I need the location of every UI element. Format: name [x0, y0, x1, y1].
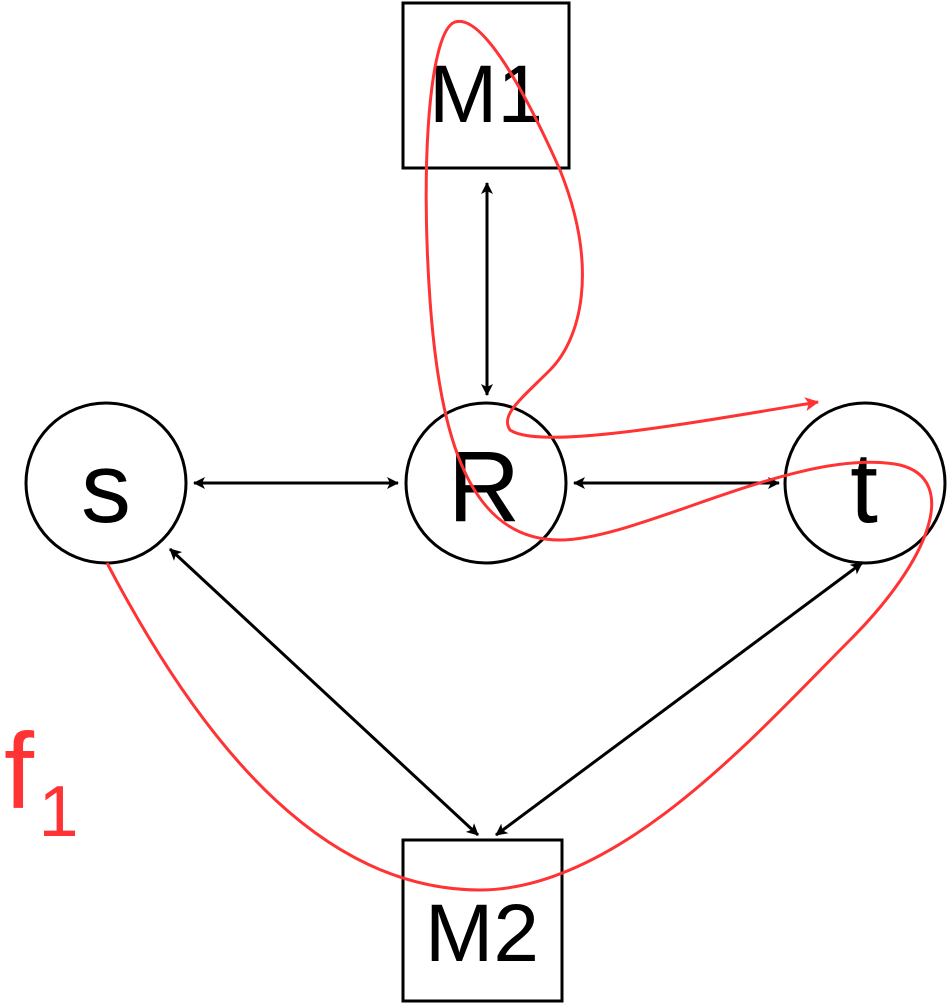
edges [168, 182, 863, 837]
flow-label-subscript: 1 [38, 772, 78, 852]
node-s-label: s [81, 432, 131, 544]
node-m1-label: M1 [429, 49, 543, 140]
node-m2: M2 [401, 838, 564, 1003]
edge-t-m2 [495, 561, 863, 837]
node-m2-label: M2 [425, 888, 539, 979]
node-t: t [783, 401, 947, 565]
node-m2-box [401, 838, 564, 1003]
node-s-circle [24, 401, 188, 565]
node-t-circle [783, 401, 947, 565]
flow-label-f1: f 1 [4, 710, 79, 852]
node-s: s [24, 401, 188, 565]
edge-s-m2 [168, 547, 480, 837]
flow-label-main: f [4, 710, 35, 831]
node-t-label: t [850, 432, 878, 544]
flow-path-f1 [105, 19, 934, 892]
node-r: R [404, 401, 568, 565]
node-r-circle [404, 401, 568, 565]
